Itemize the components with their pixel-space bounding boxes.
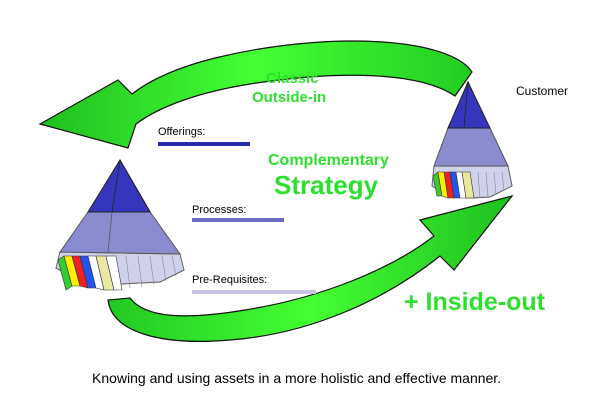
prerequisites-label: Pre-Requisites: — [192, 274, 268, 286]
classic-label: Classic — [266, 70, 319, 87]
complementary-label: Complementary — [268, 152, 389, 169]
prerequisites-bar — [192, 290, 316, 294]
processes-label: Processes: — [192, 204, 247, 216]
outside-in-arrow — [38, 40, 473, 149]
offerings-bar — [158, 142, 250, 146]
processes-bar — [192, 218, 284, 222]
right-pyramid — [431, 80, 513, 199]
inside-out-arrow — [107, 194, 514, 342]
outside-in-label: Outside-in — [252, 89, 327, 106]
left-pyramid — [55, 159, 185, 291]
strategy-label: Strategy — [274, 170, 379, 200]
offerings-label: Offerings: — [158, 126, 206, 138]
customer-label: Customer — [516, 84, 569, 98]
inside-out-label: + Inside-out — [404, 288, 545, 316]
caption: Knowing and using assets in a more holis… — [92, 370, 502, 386]
